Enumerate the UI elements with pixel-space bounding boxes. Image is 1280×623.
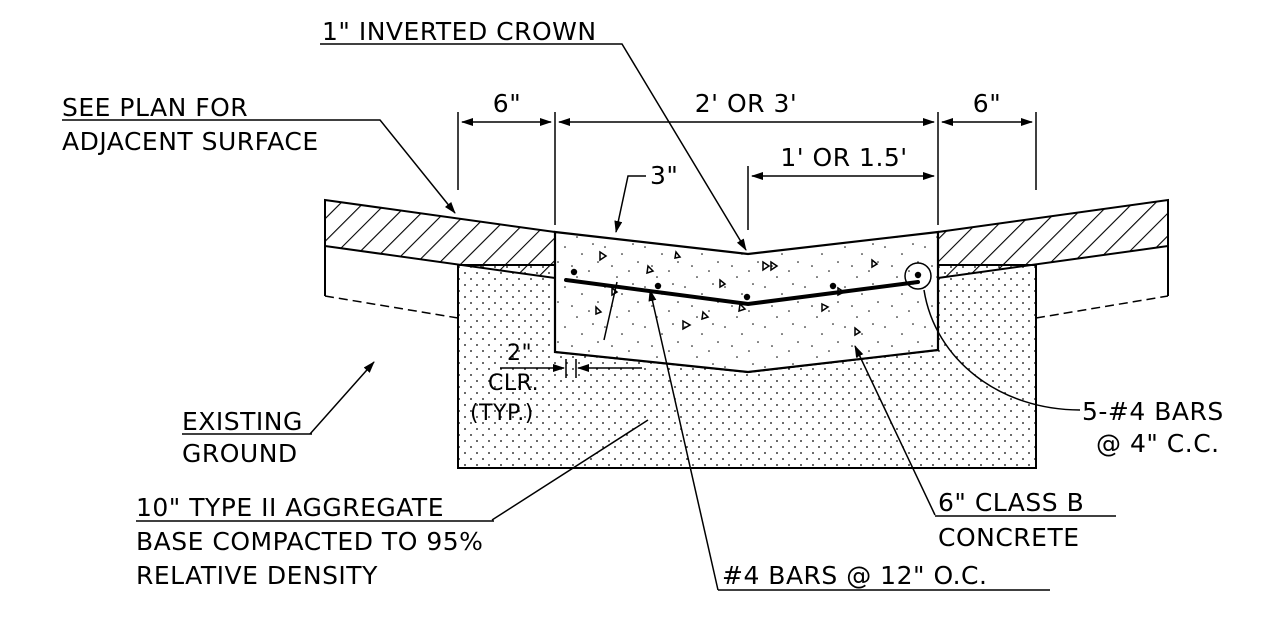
dim-center-label: 2' OR 3' <box>695 89 798 118</box>
aggregate-label-3: RELATIVE DENSITY <box>136 561 378 590</box>
bars-long-label: #4 BARS @ 12" O.C. <box>722 561 987 590</box>
concrete-label-2: CONCRETE <box>938 523 1080 552</box>
labels: 1" INVERTED CROWN SEE PLAN FOR ADJACENT … <box>62 17 1224 591</box>
dim-left-label: 6" <box>493 89 521 118</box>
aggregate-label-2: BASE COMPACTED TO 95% <box>136 527 483 556</box>
dimension-lines <box>461 118 1033 180</box>
ground-label: GROUND <box>182 439 298 468</box>
dim-half-label: 1' OR 1.5' <box>780 143 907 172</box>
bar-dot <box>829 282 837 290</box>
dim-right-label: 6" <box>973 89 1001 118</box>
aggregate-label-1: 10" TYPE II AGGREGATE <box>136 493 444 522</box>
detail-circle <box>904 262 932 290</box>
adjacent-surface-label: ADJACENT SURFACE <box>62 127 319 156</box>
bar-dot <box>570 268 578 276</box>
reinforcement <box>564 262 932 307</box>
bars-spacing-label: @ 4" C.C. <box>1096 429 1220 458</box>
clear-clr-label: CLR. <box>488 371 539 396</box>
leaders <box>62 43 1081 591</box>
clear-2in-label: 2" <box>507 341 532 366</box>
existing-label: EXISTING <box>182 407 303 436</box>
bar-dot <box>914 271 922 279</box>
longitudinal-bar <box>564 278 920 307</box>
bars-5-label: 5-#4 BARS <box>1082 397 1224 426</box>
concrete-label-1: 6" CLASS B <box>938 488 1084 517</box>
dim-3in-label: 3" <box>650 161 678 190</box>
see-plan-label: SEE PLAN FOR <box>62 93 248 122</box>
extension-lines <box>457 112 1037 230</box>
inverted-crown-label: 1" INVERTED CROWN <box>322 17 597 46</box>
bar-dot <box>654 282 662 290</box>
bar-dot <box>743 293 751 301</box>
clear-typ-label: (TYP.) <box>470 401 534 426</box>
dim-clear <box>500 359 642 378</box>
dim-3in: 3" <box>603 161 678 341</box>
